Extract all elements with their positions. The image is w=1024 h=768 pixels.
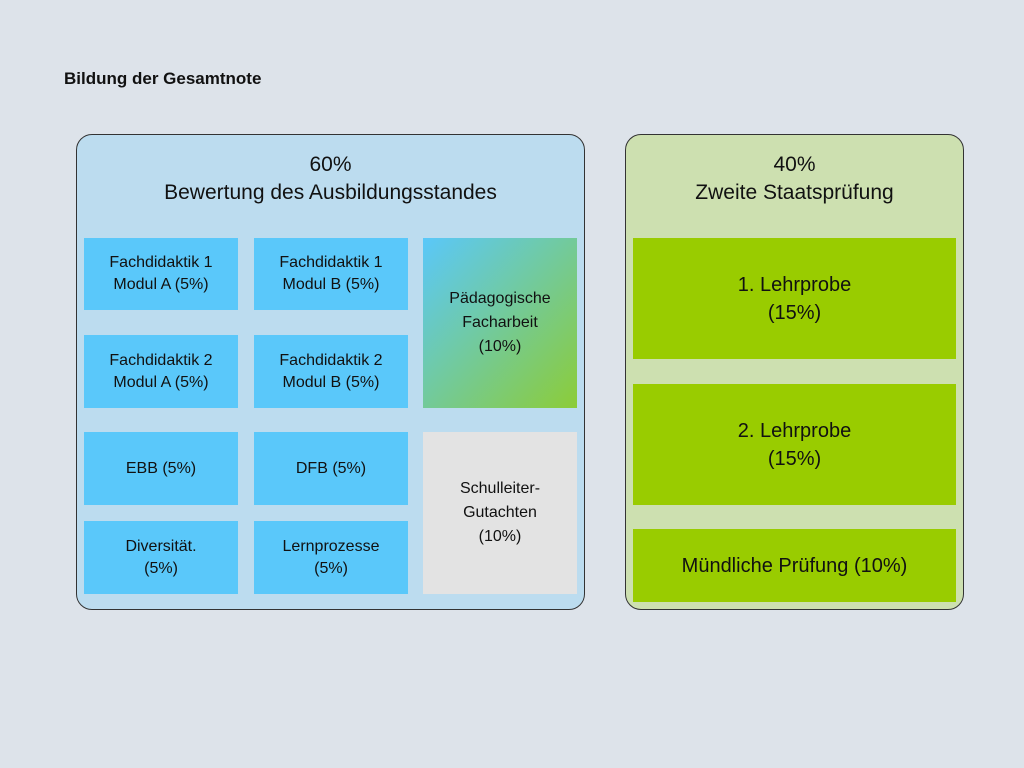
box-line: Modul A (5%) [113, 373, 209, 391]
training-assessment-percent: 60% [309, 153, 352, 176]
box-line: Modul A (5%) [113, 276, 209, 293]
box-line: 2. Lehrprobe [737, 419, 852, 442]
box-line: Facharbeit [462, 314, 538, 331]
box-line: Mündliche Prüfung (10%) [681, 554, 908, 577]
box-line: (10%) [478, 528, 522, 545]
box-line: Diversität. [125, 537, 197, 555]
box-line: (15%) [767, 447, 822, 470]
box-line: Lernprozesse [282, 537, 380, 555]
state-exam-header: 40% Zweite Staatsprüfung [626, 151, 963, 207]
box-line: 1. Lehrprobe [737, 273, 852, 296]
box-line: (15%) [767, 301, 822, 324]
box-line: (5%) [314, 559, 348, 577]
box-line: Modul B (5%) [282, 373, 380, 391]
box-line: Fachdidaktik 1 [279, 254, 383, 271]
box-line: Gutachten [463, 504, 537, 521]
box-line: DFB (5%) [295, 459, 367, 477]
box-fachdidaktik-1-modul-a: Fachdidaktik 1 Modul A (5%) [84, 238, 238, 310]
box-line: Modul B (5%) [282, 276, 380, 293]
box-line: EBB (5%) [125, 459, 197, 477]
box-diversitaet: Diversität. (5%) [84, 521, 238, 594]
box-schulleiter-gutachten: Schulleiter- Gutachten (10%) [423, 432, 577, 594]
box-lehrprobe-2: 2. Lehrprobe (15%) [633, 384, 956, 505]
box-fachdidaktik-1-modul-b: Fachdidaktik 1 Modul B (5%) [254, 238, 408, 310]
state-exam-label: Zweite Staatsprüfung [695, 181, 894, 204]
box-muendliche-pruefung: Mündliche Prüfung (10%) [633, 529, 956, 602]
box-line: Fachdidaktik 1 [109, 254, 213, 271]
training-assessment-label: Bewertung des Ausbildungsstandes [164, 181, 497, 204]
box-paedagogische-facharbeit: Pädagogische Facharbeit (10%) [423, 238, 577, 408]
box-fachdidaktik-2-modul-a: Fachdidaktik 2 Modul A (5%) [84, 335, 238, 408]
box-lehrprobe-1: 1. Lehrprobe (15%) [633, 238, 956, 359]
box-lernprozesse: Lernprozesse (5%) [254, 521, 408, 594]
page-title: Bildung der Gesamtnote [64, 69, 262, 88]
box-line: Fachdidaktik 2 [279, 351, 383, 369]
box-line: Schulleiter- [459, 480, 541, 497]
box-dfb: DFB (5%) [254, 432, 408, 505]
box-line: Fachdidaktik 2 [109, 351, 213, 369]
training-assessment-header: 60% Bewertung des Ausbildungsstandes [77, 151, 584, 207]
box-ebb: EBB (5%) [84, 432, 238, 505]
state-exam-percent: 40% [773, 153, 816, 176]
box-line: (10%) [478, 338, 522, 355]
box-fachdidaktik-2-modul-b: Fachdidaktik 2 Modul B (5%) [254, 335, 408, 408]
box-line: Pädagogische [449, 290, 551, 307]
box-line: (5%) [144, 559, 178, 577]
